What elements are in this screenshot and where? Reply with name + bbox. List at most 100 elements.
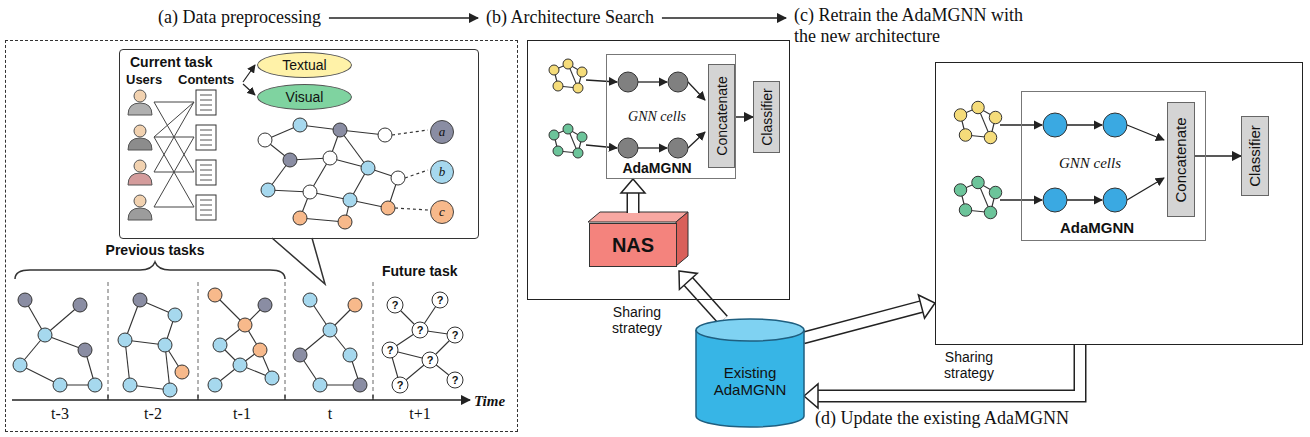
annotation-label: Previous tasks: [106, 242, 205, 258]
graph-node: [573, 83, 583, 93]
dashed-link: [395, 208, 428, 210]
flow-arrow: [804, 345, 1080, 408]
node-label: a: [439, 125, 446, 140]
graph-node: [343, 348, 357, 362]
time-tick-label: t+1: [409, 405, 430, 423]
graph-node: [175, 365, 189, 379]
unknown-mark: ?: [452, 329, 459, 342]
graph-node: [261, 183, 275, 197]
user-body: [128, 138, 152, 150]
graph-node: [258, 298, 272, 312]
flow-arrow: [1127, 125, 1164, 140]
graph-node: [972, 101, 985, 114]
document-line: [200, 100, 212, 101]
user-head: [134, 195, 146, 207]
document-icon: [196, 90, 216, 115]
document-line: [200, 145, 212, 146]
flow-arrow: [1127, 178, 1164, 200]
node-label: Current task: [130, 54, 212, 70]
flow-arrow: [688, 132, 705, 148]
graph-node: [233, 358, 247, 372]
graph-node: [323, 323, 337, 337]
node-label: GNN cells: [1059, 155, 1121, 172]
flow-arrow: [1067, 199, 1102, 200]
gnn-cell: [668, 138, 688, 158]
document-sheet: [196, 195, 216, 220]
gnn-cell: [1103, 188, 1127, 212]
graph-node: [323, 151, 337, 165]
hollow-arrow-fill: [628, 192, 638, 214]
annotation-label: (d) Update the existing AdaMGNN: [815, 408, 1069, 429]
graph-node: [563, 59, 573, 69]
node-label: Concatenate: [713, 76, 729, 155]
document-icon: [196, 195, 216, 220]
node-box: GNN cellsAdaMGNN Concatenate: [606, 54, 736, 179]
document-icon: [196, 125, 216, 150]
unknown-mark: ?: [452, 374, 459, 387]
flow-arrow: [586, 145, 617, 148]
document-line: [200, 215, 212, 216]
node-label: AdaMGNN: [622, 160, 691, 176]
panel-heading: (b) Architecture Search: [486, 7, 654, 28]
document-line: [200, 135, 212, 136]
graph-node: [313, 378, 327, 392]
gnn-cell: [668, 72, 688, 92]
unknown-mark: ?: [397, 379, 404, 392]
graph-node: [447, 372, 463, 388]
modality-ellipse: Visual: [257, 84, 352, 110]
annotation-label: Future task: [382, 263, 457, 279]
document-sheet: [196, 125, 216, 150]
current-graph: [258, 118, 405, 229]
document-line: [200, 210, 212, 211]
graph-node: [168, 308, 182, 322]
graph-node: [258, 133, 272, 147]
user-head: [134, 125, 146, 137]
hollow-arrow-head: [918, 295, 935, 318]
node-box: Classifier: [753, 81, 780, 153]
graph-node: [563, 124, 573, 134]
nas-side-face: [676, 212, 688, 266]
graph-node: [353, 378, 367, 392]
document-line: [200, 105, 212, 106]
document-sheet: [196, 90, 216, 115]
gnn-cell-row: [586, 72, 705, 100]
graph-node: [432, 292, 448, 308]
hollow-arrow-fill: [817, 345, 1081, 396]
node-label: NAS: [612, 234, 654, 257]
graph-node: [577, 132, 587, 142]
graph-node: [88, 378, 102, 392]
node-label: b: [439, 165, 446, 180]
graph-node: [293, 211, 307, 225]
connector-line: [662, 17, 786, 19]
graph-node: [253, 343, 267, 357]
graph-node: [303, 185, 317, 199]
document-icon: [196, 160, 216, 185]
connector-arrow: [329, 18, 478, 19]
brace: [15, 262, 285, 279]
document-line: [200, 170, 212, 171]
content-arrow: [243, 84, 255, 95]
graph-node: [158, 338, 172, 352]
time-tick-label: t-3: [51, 405, 69, 423]
hollow-arrow-head: [804, 384, 818, 408]
annotation-label: Users: [126, 73, 162, 88]
node-label: GNN cells: [628, 109, 686, 125]
graph-node: [954, 184, 967, 197]
time-tick-label: Time: [474, 393, 505, 410]
input-graph: [954, 176, 1002, 219]
hollow-arrow-outline: [627, 192, 640, 214]
cylinder-top: [696, 319, 804, 341]
document-line: [200, 130, 212, 131]
graph-node: [984, 131, 997, 144]
flow-arrow: [803, 295, 935, 338]
input-graph: [549, 59, 587, 93]
gnn-cell: [1043, 113, 1067, 137]
gnn-cell: [618, 138, 638, 158]
graph-node: [387, 297, 403, 313]
graph-node: [238, 318, 252, 332]
user-content-links: [154, 102, 194, 207]
gnn-cell: [618, 72, 638, 92]
graph-node: [123, 378, 137, 392]
gnn-cell: [1103, 113, 1127, 137]
graph-node: [338, 215, 352, 229]
